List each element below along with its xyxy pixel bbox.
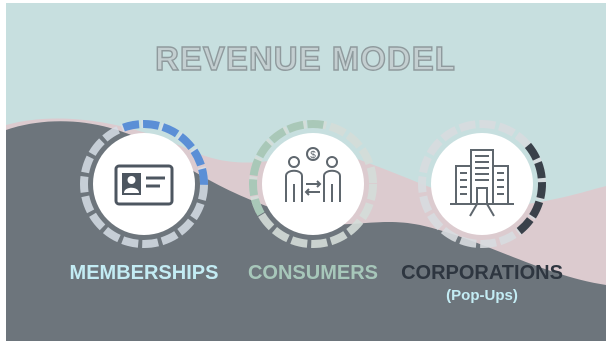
svg-text:$: $ — [310, 150, 316, 161]
office-building-icon — [450, 149, 514, 217]
page-title: REVENUE MODEL — [154, 39, 456, 77]
corporations-sublabel: (Pop-Ups) — [446, 287, 518, 304]
consumers-label: CONSUMERS — [247, 262, 378, 284]
corporations-label: CORPORATIONS — [401, 262, 563, 284]
memberships-label: MEMBERSHIPS — [69, 262, 219, 284]
memberships-circle — [78, 118, 210, 250]
exchange-people-icon: $ — [285, 147, 341, 202]
id-card-icon — [114, 164, 174, 206]
consumers-circle: $ — [247, 118, 379, 250]
corporations-circle — [416, 118, 548, 250]
